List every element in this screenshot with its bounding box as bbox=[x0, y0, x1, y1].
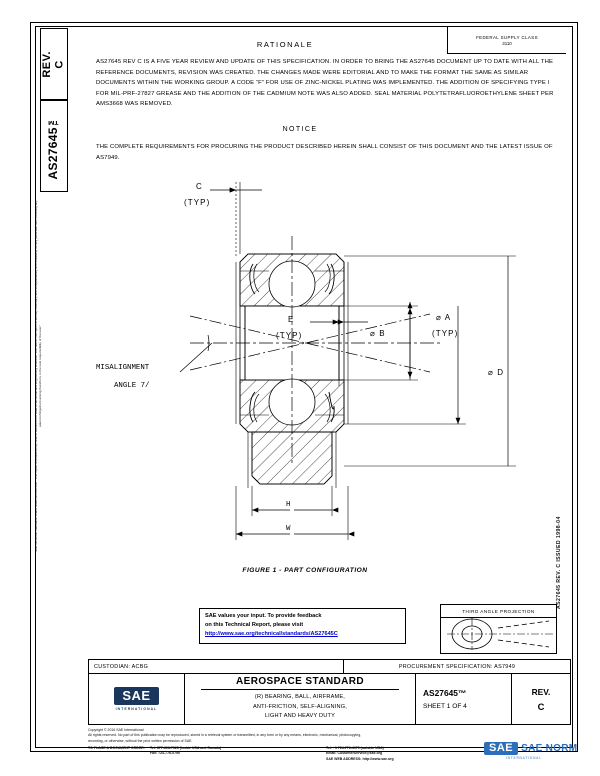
footer-web-label: SAE WEB ADDRESS: bbox=[326, 756, 362, 761]
rationale-heading: RATIONALE bbox=[256, 40, 314, 49]
document-number-cell: AS27645™ SHEET 1 OF 4 bbox=[415, 673, 512, 725]
revision-cell: REV. C bbox=[511, 673, 571, 725]
dim-label-a-typ: (TYP) bbox=[432, 329, 459, 338]
standard-title-text: (R) BEARING, BALL, AIRFRAME, ANTI-FRICTI… bbox=[253, 693, 347, 722]
dim-label-dia-a: ⌀ A bbox=[436, 313, 452, 322]
standard-title-cell: AEROSPACE STANDARD (R) BEARING, BALL, AI… bbox=[184, 673, 416, 725]
custodian-label: CUSTODIAN: ACBG bbox=[94, 663, 149, 670]
sae-logo-cell: SAE INTERNATIONAL bbox=[88, 673, 185, 725]
third-angle-projection-title: THIRD ANGLE PROJECTION bbox=[441, 605, 556, 618]
standard-type-label: AEROSPACE STANDARD bbox=[236, 676, 364, 687]
document-number-tab: AS27645™ bbox=[40, 100, 68, 192]
footer: Copyright © 2016 SAE International All r… bbox=[88, 728, 558, 762]
standard-title-line-3: LIGHT AND HEAVY DUTY bbox=[264, 713, 336, 720]
footer-fax: Fax: 724-776-0790 bbox=[150, 751, 180, 756]
feedback-box: SAE values your input. To provide feedba… bbox=[199, 608, 406, 644]
feedback-line-2: on this Technical Report, please visit bbox=[205, 622, 304, 629]
footer-web-url[interactable]: http://www.sae.org bbox=[362, 756, 394, 761]
dim-label-dia-d: ⌀ D bbox=[488, 368, 505, 377]
sae-norm-text: SAE NORM bbox=[521, 743, 578, 754]
sae-norm-badge: SAE bbox=[484, 742, 519, 755]
procurement-spec-cell: PROCUREMENT SPECIFICATION: AS7949 bbox=[343, 659, 571, 674]
sae-logo: SAE INTERNATIONAL bbox=[114, 687, 159, 711]
title-block: CUSTODIAN: ACBG PROCUREMENT SPECIFICATIO… bbox=[88, 659, 571, 725]
procurement-spec-label: PROCUREMENT SPECIFICATION: AS7949 bbox=[398, 663, 516, 670]
rev-tab: REV.C bbox=[40, 28, 68, 100]
figure-caption: FIGURE 1 - PART CONFIGURATION bbox=[242, 567, 368, 574]
footer-contact-grid: TO PLACE A DOCUMENT ORDER: Tel: 877-606-… bbox=[88, 746, 558, 762]
dim-label-h: H bbox=[286, 501, 291, 509]
sae-norm-subtext: INTERNATIONAL bbox=[506, 756, 542, 760]
standard-title-line-2: ANTI-FRICTION, SELF-ALIGNING, bbox=[252, 703, 348, 710]
footer-order-label-col: TO PLACE A DOCUMENT ORDER: bbox=[88, 746, 150, 762]
revision-label: REV. bbox=[531, 686, 551, 697]
outer-border bbox=[30, 22, 578, 752]
document-number-tab-label: AS27645™ bbox=[46, 112, 61, 180]
dim-label-e-typ: (TYP) bbox=[276, 331, 303, 340]
footer-rights-1: All rights reserved. No part of this pub… bbox=[88, 733, 362, 738]
misalignment-label-line1: MISALIGNMENT bbox=[96, 364, 150, 372]
footer-tel-usa: Tel: 877-606-7323 (inside USA and Canada… bbox=[150, 745, 222, 750]
standard-title-line-1: (R) BEARING, BALL, AIRFRAME, bbox=[254, 694, 346, 700]
footer-tel-outside: Tel: +1 724-776-4970 (outside USA) bbox=[326, 745, 384, 750]
fsc-label: FEDERAL SUPPLY CLASS bbox=[476, 34, 538, 40]
footer-rights-2: recording, or otherwise, without the pri… bbox=[88, 738, 193, 743]
footer-contact-col-1: Tel: 877-606-7323 (inside USA and Canada… bbox=[150, 746, 326, 762]
notice-heading: NOTICE bbox=[282, 126, 318, 133]
sheet-number: SHEET 1 OF 4 bbox=[423, 703, 467, 710]
dim-label-c-typ: (TYP) bbox=[184, 198, 211, 207]
sae-logo-text: SAE bbox=[114, 687, 159, 705]
revision-value: C bbox=[537, 700, 545, 712]
dim-label-w: W bbox=[286, 525, 291, 533]
federal-supply-class-box: FEDERAL SUPPLY CLASS 3110 bbox=[447, 27, 566, 54]
inner-border bbox=[35, 26, 573, 748]
footer-copyright: Copyright © 2016 SAE International bbox=[88, 728, 144, 732]
footer-email: Email: CustomerService@sae.org bbox=[326, 751, 383, 756]
title-divider bbox=[201, 689, 399, 690]
part-configuration-drawing: C (TYP) E (TYP) ⌀ B ⌀ A (TYP) ⌀ D H W MI… bbox=[40, 176, 568, 576]
custodian-cell: CUSTODIAN: ACBG bbox=[88, 659, 344, 674]
document-number: AS27645™ bbox=[423, 688, 467, 698]
footer-order-label: TO PLACE A DOCUMENT ORDER: bbox=[88, 745, 145, 750]
third-angle-projection-symbol bbox=[447, 618, 553, 650]
footer-contact-col-2: Tel: +1 724-776-4970 (outside USA) Email… bbox=[326, 746, 496, 762]
feedback-line-1: SAE values your input. To provide feedba… bbox=[205, 613, 322, 619]
feedback-link[interactable]: http://www.sae.org/technical/standards/A… bbox=[205, 631, 338, 638]
rationale-body: AS27645 REV C IS A FIVE YEAR REVIEW AND … bbox=[96, 59, 554, 107]
dim-label-dia-b: ⌀ B bbox=[370, 329, 386, 338]
notice-body: THE COMPLETE REQUIREMENTS FOR PROCURING … bbox=[96, 144, 553, 161]
sae-norm-watermark: SAE SAE NORM bbox=[484, 742, 577, 755]
bearing-cross-section-svg bbox=[179, 182, 516, 540]
rev-tab-label: REV.C bbox=[41, 50, 66, 78]
sae-logo-subtext: INTERNATIONAL bbox=[115, 707, 158, 711]
dim-label-c: C bbox=[196, 182, 203, 191]
misalignment-label-line2: ANGLE 7/ bbox=[114, 382, 150, 390]
third-angle-projection-box: THIRD ANGLE PROJECTION bbox=[440, 604, 557, 654]
footer-web: SAE WEB ADDRESS: http://www.sae.org bbox=[326, 757, 496, 762]
fsc-value: 3110 bbox=[502, 40, 512, 46]
dim-label-e: E bbox=[288, 315, 295, 324]
